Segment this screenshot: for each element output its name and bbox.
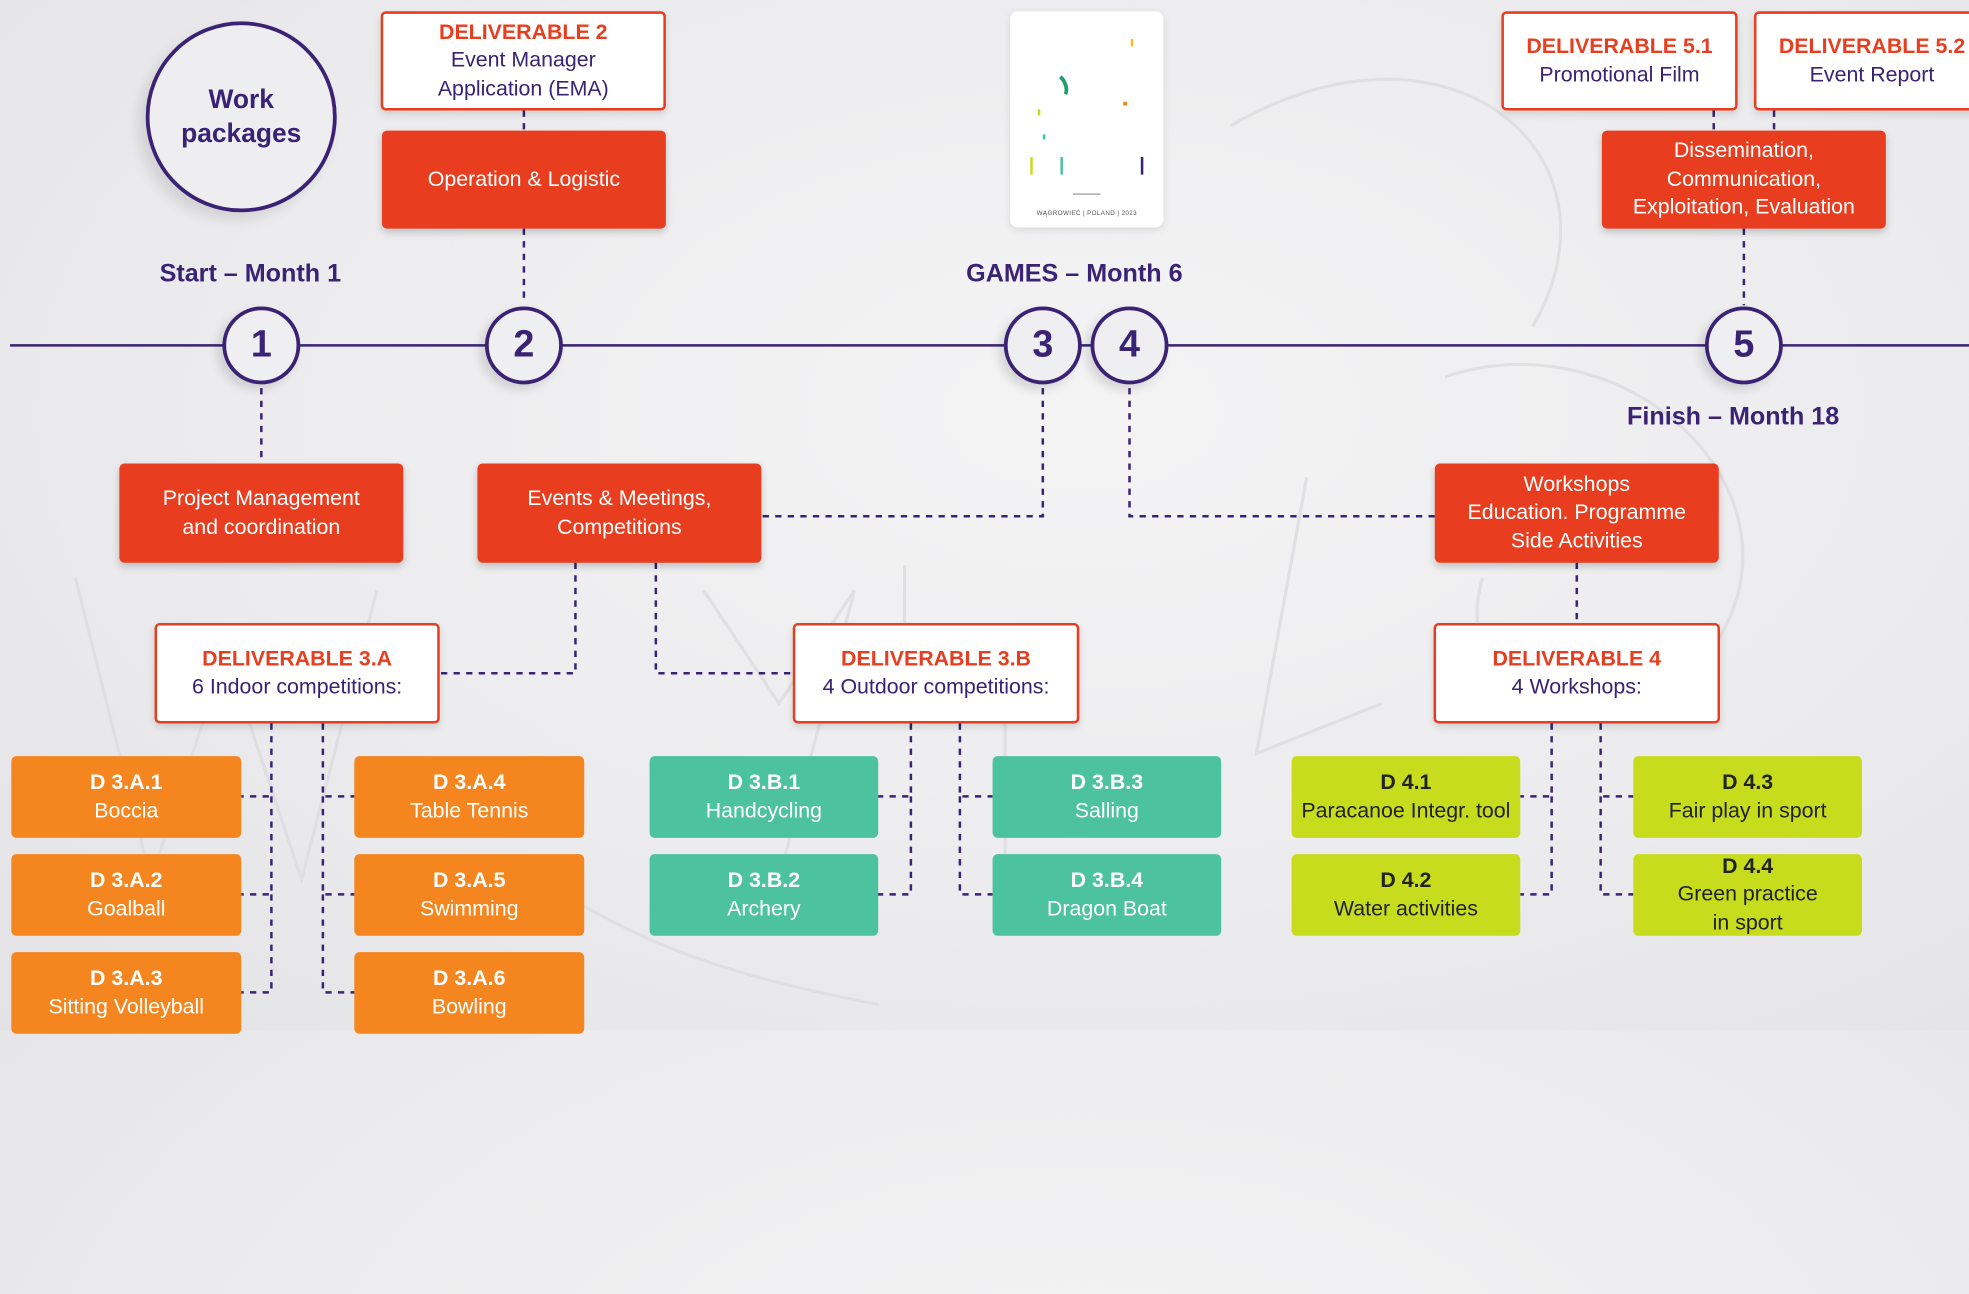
package-label: Communication, <box>1666 166 1822 191</box>
item-code: D 3.A.6 <box>433 965 506 990</box>
item-code: D 3.B.4 <box>1070 867 1144 892</box>
item-name: Archery <box>727 896 801 921</box>
deliverable-4: DELIVERABLE 4 4 Workshops: <box>1433 623 1721 724</box>
item-code: D 3.A.3 <box>90 965 163 990</box>
deliverable-title: DELIVERABLE 5.2 <box>1778 33 1966 58</box>
item-name: Paracanoe Integr. tool <box>1301 798 1511 823</box>
item-code: D 3.A.1 <box>90 769 163 794</box>
package-label: Events & Meetings, <box>527 486 712 510</box>
deliverable-line: 4 Outdoor competitions: <box>822 674 1050 699</box>
deliverable-title: DELIVERABLE 3.B <box>841 646 1031 671</box>
item-code: D 3.A.4 <box>433 769 506 794</box>
milestone-2: 2 <box>484 306 563 385</box>
logo-graphic <box>1030 38 1144 195</box>
work-packages-circle: Work packages <box>145 21 337 213</box>
item-code: D 4.3 <box>1722 769 1774 794</box>
package-label: and coordination <box>182 514 341 539</box>
item-name-line2: in sport <box>1712 910 1783 935</box>
finish-label: Finish – Month 18 <box>1627 403 1840 431</box>
project-management-box: Project Management and coordination <box>119 463 404 563</box>
package-label: Operation & Logistic <box>427 166 621 191</box>
deliverable-2: DELIVERABLE 2 Event Manager Application … <box>380 11 666 111</box>
operation-logistic-box: Operation & Logistic <box>381 130 666 229</box>
milestone-4: 4 <box>1090 306 1169 385</box>
item-code: D 4.2 <box>1380 867 1432 892</box>
deliverable-title: DELIVERABLE 5.1 <box>1526 33 1713 58</box>
item-name: Sitting Volleyball <box>48 994 205 1019</box>
package-label: Competitions <box>557 514 682 539</box>
work-packages-line1: Work <box>208 85 274 115</box>
package-label: Exploitation, Evaluation <box>1632 195 1855 219</box>
milestone-1: 1 <box>222 306 301 385</box>
item-code: D 3.B.1 <box>727 769 801 794</box>
deliverable-line: Event Report <box>1809 62 1935 87</box>
item-name: Dragon Boat <box>1046 896 1167 921</box>
item-name: Water activities <box>1333 896 1478 921</box>
deliverable-line: 6 Indoor competitions: <box>192 674 403 699</box>
package-label: Workshops <box>1523 471 1631 496</box>
event-logo: WĄGROWIEC | POLAND | 2023 <box>1010 11 1164 228</box>
deliverable-line: Event Manager <box>450 48 596 72</box>
package-label: Project Management <box>162 486 360 510</box>
workshops-box: Workshops Education. Programme Side Acti… <box>1434 463 1719 563</box>
item-code: D 4.4 <box>1722 853 1774 878</box>
item-code: D 3.B.3 <box>1070 769 1144 794</box>
games-label: GAMES – Month 6 <box>966 260 1183 288</box>
deliverable-3a: DELIVERABLE 3.A 6 Indoor competitions: <box>154 623 440 724</box>
item-code: D 4.1 <box>1380 769 1432 794</box>
item-name: Swimming <box>420 896 519 921</box>
deliverable-line: 4 Workshops: <box>1511 674 1642 699</box>
package-label: Education. Programme <box>1467 500 1687 525</box>
work-packages-line2: packages <box>181 119 302 149</box>
package-label: Dissemination, <box>1673 138 1814 163</box>
item-name: Handcycling <box>705 798 823 823</box>
milestone-3: 3 <box>1003 306 1082 385</box>
logo-caption: WĄGROWIEC | POLAND | 2023 <box>1036 209 1137 218</box>
deliverable-line: Application (EMA) <box>437 76 609 101</box>
item-code: D 3.A.2 <box>90 867 163 892</box>
deliverable-5-1: DELIVERABLE 5.1 Promotional Film <box>1501 11 1738 111</box>
events-meetings-box: Events & Meetings, Competitions <box>477 463 762 563</box>
connector-lines <box>10 77 1969 1007</box>
deliverable-title: DELIVERABLE 3.A <box>202 646 393 671</box>
deliverable-title: DELIVERABLE 4 <box>1492 646 1662 671</box>
deliverable-5-2: DELIVERABLE 5.2 Event Report <box>1753 11 1969 111</box>
item-name: Goalball <box>87 896 166 921</box>
start-label: Start – Month 1 <box>159 260 342 288</box>
item-code: D 3.B.2 <box>727 867 801 892</box>
deliverable-title: DELIVERABLE 2 <box>439 19 608 44</box>
item-code: D 3.A.5 <box>433 867 506 892</box>
item-name: Salling <box>1074 798 1139 823</box>
dissemination-box: Dissemination, Communication, Exploitati… <box>1601 130 1886 229</box>
package-label: Side Activities <box>1510 528 1643 553</box>
item-name: Bowling <box>431 994 507 1019</box>
item-name: Fair play in sport <box>1668 798 1827 823</box>
deliverable-3b: DELIVERABLE 3.B 4 Outdoor competitions: <box>792 623 1080 724</box>
item-name: Boccia <box>94 798 159 823</box>
deliverable-line: Promotional Film <box>1539 62 1700 87</box>
item-name: Green practice <box>1677 882 1818 906</box>
milestone-5: 5 <box>1704 306 1783 385</box>
item-name: Table Tennis <box>410 798 529 823</box>
